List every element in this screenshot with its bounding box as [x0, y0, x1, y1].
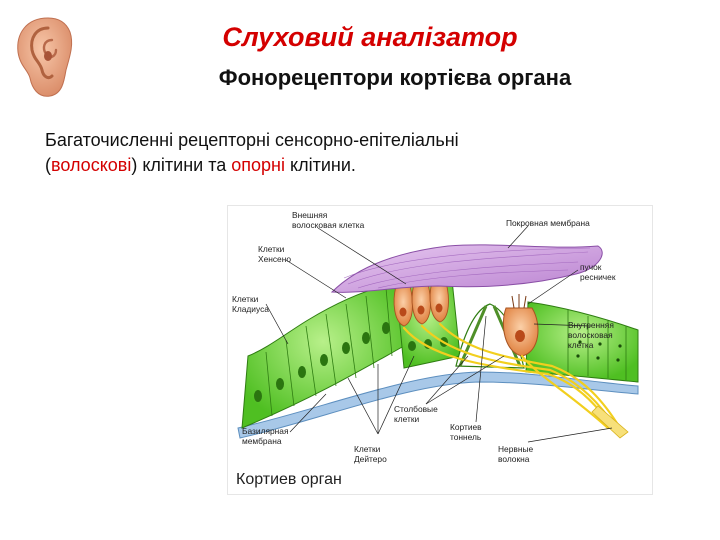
- label-claudius-2: Кладиуса: [232, 304, 269, 314]
- body-end-text: клітини.: [285, 155, 356, 175]
- label-tunnel-2: тоннель: [450, 432, 482, 442]
- highlight-support-cells: опорні: [231, 155, 285, 175]
- label-basilar-1: Базилярная: [242, 426, 288, 436]
- label-inner-hair-1: Внутренняя: [568, 320, 614, 330]
- slide-title: Слуховий аналізатор: [222, 22, 518, 52]
- label-inner-hair-2: волосковая: [568, 330, 613, 340]
- claudius-cell-walls: [265, 287, 393, 417]
- claudius-nuclei: [254, 322, 390, 402]
- nerve-fibers: [402, 322, 622, 430]
- label-bundle-2: ресничек: [580, 272, 616, 282]
- label-pillar-2: клетки: [394, 414, 420, 424]
- nerve-bundle: [591, 405, 629, 439]
- label-basilar-2: мембрана: [242, 436, 282, 446]
- highlight-hair-cells: волоскові: [51, 155, 132, 175]
- label-hensen-1: Клетки: [258, 244, 285, 254]
- body-line-2: (волоскові) клітини та опорні клітини.: [45, 153, 665, 178]
- inner-hair-nucleus: [515, 330, 525, 342]
- pillar-cell-outer: [458, 305, 488, 367]
- corti-organ-diagram: Внешняя волосковая клетка Покровная мемб…: [232, 210, 639, 488]
- label-outer-hair-2: волосковая клетка: [292, 220, 365, 230]
- label-hensen-2: Хенсено: [258, 254, 291, 264]
- corti-organ-figure: Внешняя волосковая клетка Покровная мемб…: [227, 205, 653, 495]
- tectorial-fibers: [343, 247, 591, 289]
- outer-hair-nuclei: [399, 303, 443, 317]
- leader-lines: [265, 225, 613, 443]
- label-nerve-1: Нервные: [498, 444, 533, 454]
- label-claudius-1: Клетки: [232, 294, 259, 304]
- figure-caption: Кортиев орган: [236, 471, 342, 488]
- slide-body-text: Багаточисленні рецепторні сенсорно-епіте…: [45, 128, 665, 178]
- tectorial-membrane: [330, 244, 603, 293]
- label-tunnel-1: Кортиев: [450, 422, 482, 432]
- label-bundle-1: пучок: [580, 262, 602, 272]
- label-pillar-1: Столбовые: [394, 404, 438, 414]
- label-deiters-2: Дейтеро: [354, 454, 387, 464]
- label-deiters-1: Клетки: [354, 444, 381, 454]
- slide-subtitle: Фонорецептори кортієва органа: [218, 65, 572, 90]
- body-mid-text: ) клітини та: [131, 155, 232, 175]
- paren-open: (: [45, 155, 51, 175]
- outer-hair-cells: [393, 281, 449, 327]
- label-outer-hair-1: Внешняя: [292, 210, 327, 220]
- inner-cell-dots: [576, 340, 622, 362]
- ear-icon: [8, 12, 80, 102]
- basilar-membrane: [237, 371, 639, 439]
- label-inner-hair-3: клетка: [568, 340, 594, 350]
- label-nerve-2: волокна: [498, 454, 530, 464]
- body-line-1: Багаточисленні рецепторні сенсорно-епіте…: [45, 130, 459, 150]
- label-tectorial: Покровная мембрана: [506, 218, 590, 228]
